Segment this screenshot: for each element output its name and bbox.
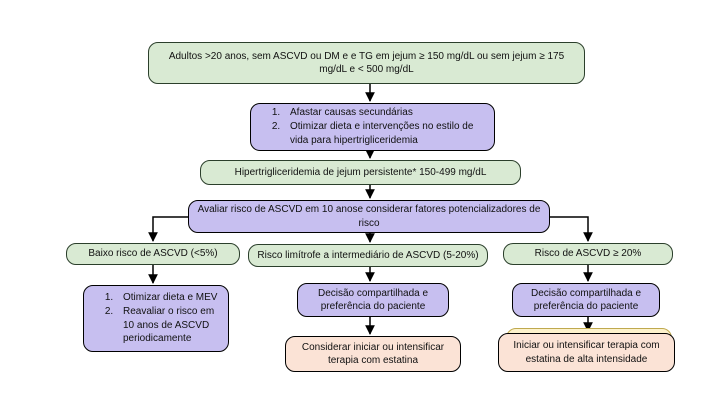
node-mid-statin-action-text: Considerar iniciar ou intensificar terap… xyxy=(301,341,445,366)
node-assess-risk: Avaliar risco de ASCVD em 10 anose consi… xyxy=(188,200,550,233)
node-inclusion-criteria: Adultos >20 anos, sem ASCVD ou DM e e TG… xyxy=(148,42,585,84)
node-high-risk: Risco de ASCVD ≥ 20% xyxy=(503,243,673,265)
node-persistent-hypertriglyceridemia: Hipertrigliceridemia de jejum persistent… xyxy=(200,160,521,185)
node-intermediate-risk-text: Risco limítrofe a intermediário de ASCVD… xyxy=(257,249,479,261)
list-item: Otimizar dieta e MEV xyxy=(116,291,220,304)
list-item: Otimizar dieta e intervenções no estilo … xyxy=(283,120,486,146)
node-persistent-text: Hipertrigliceridemia de jejum persistent… xyxy=(234,166,487,178)
node-initial-steps: Afastar causas secundárias Otimizar diet… xyxy=(250,103,495,151)
list-item: Reavaliar o risco em 10 anos de ASCVD pe… xyxy=(116,305,220,345)
node-intermediate-risk: Risco limítrofe a intermediário de ASCVD… xyxy=(248,244,488,267)
node-low-risk-steps: Otimizar dieta e MEV Reavaliar o risco e… xyxy=(83,285,229,352)
node-mid-statin-action: Considerar iniciar ou intensificar terap… xyxy=(285,336,461,372)
node-mid-shared-decision-text: Decisão compartilhada e preferência do p… xyxy=(317,287,429,312)
node-high-statin-action-text: Iniciar ou intensificar terapia com esta… xyxy=(513,340,660,365)
node-inclusion-criteria-text: Adultos >20 anos, sem ASCVD ou DM e e TG… xyxy=(168,50,565,75)
node-mid-shared-decision: Decisão compartilhada e preferência do p… xyxy=(297,283,449,317)
node-low-risk: Baixo risco de ASCVD (<5%) xyxy=(66,243,240,265)
node-high-statin-action: Iniciar ou intensificar terapia com esta… xyxy=(498,333,675,372)
node-high-shared-decision: Decisão compartilhada e preferência do p… xyxy=(512,283,660,317)
node-low-risk-text: Baixo risco de ASCVD (<5%) xyxy=(88,248,218,260)
node-high-risk-text: Risco de ASCVD ≥ 20% xyxy=(534,248,642,260)
low-risk-steps-list: Otimizar dieta e MEV Reavaliar o risco e… xyxy=(92,291,220,346)
node-high-shared-decision-text: Decisão compartilhada e preferência do p… xyxy=(530,287,642,312)
initial-steps-list: Afastar causas secundárias Otimizar diet… xyxy=(259,106,486,148)
list-item: Afastar causas secundárias xyxy=(283,106,486,119)
node-assess-risk-text: Avaliar risco de ASCVD em 10 anose consi… xyxy=(197,204,541,229)
